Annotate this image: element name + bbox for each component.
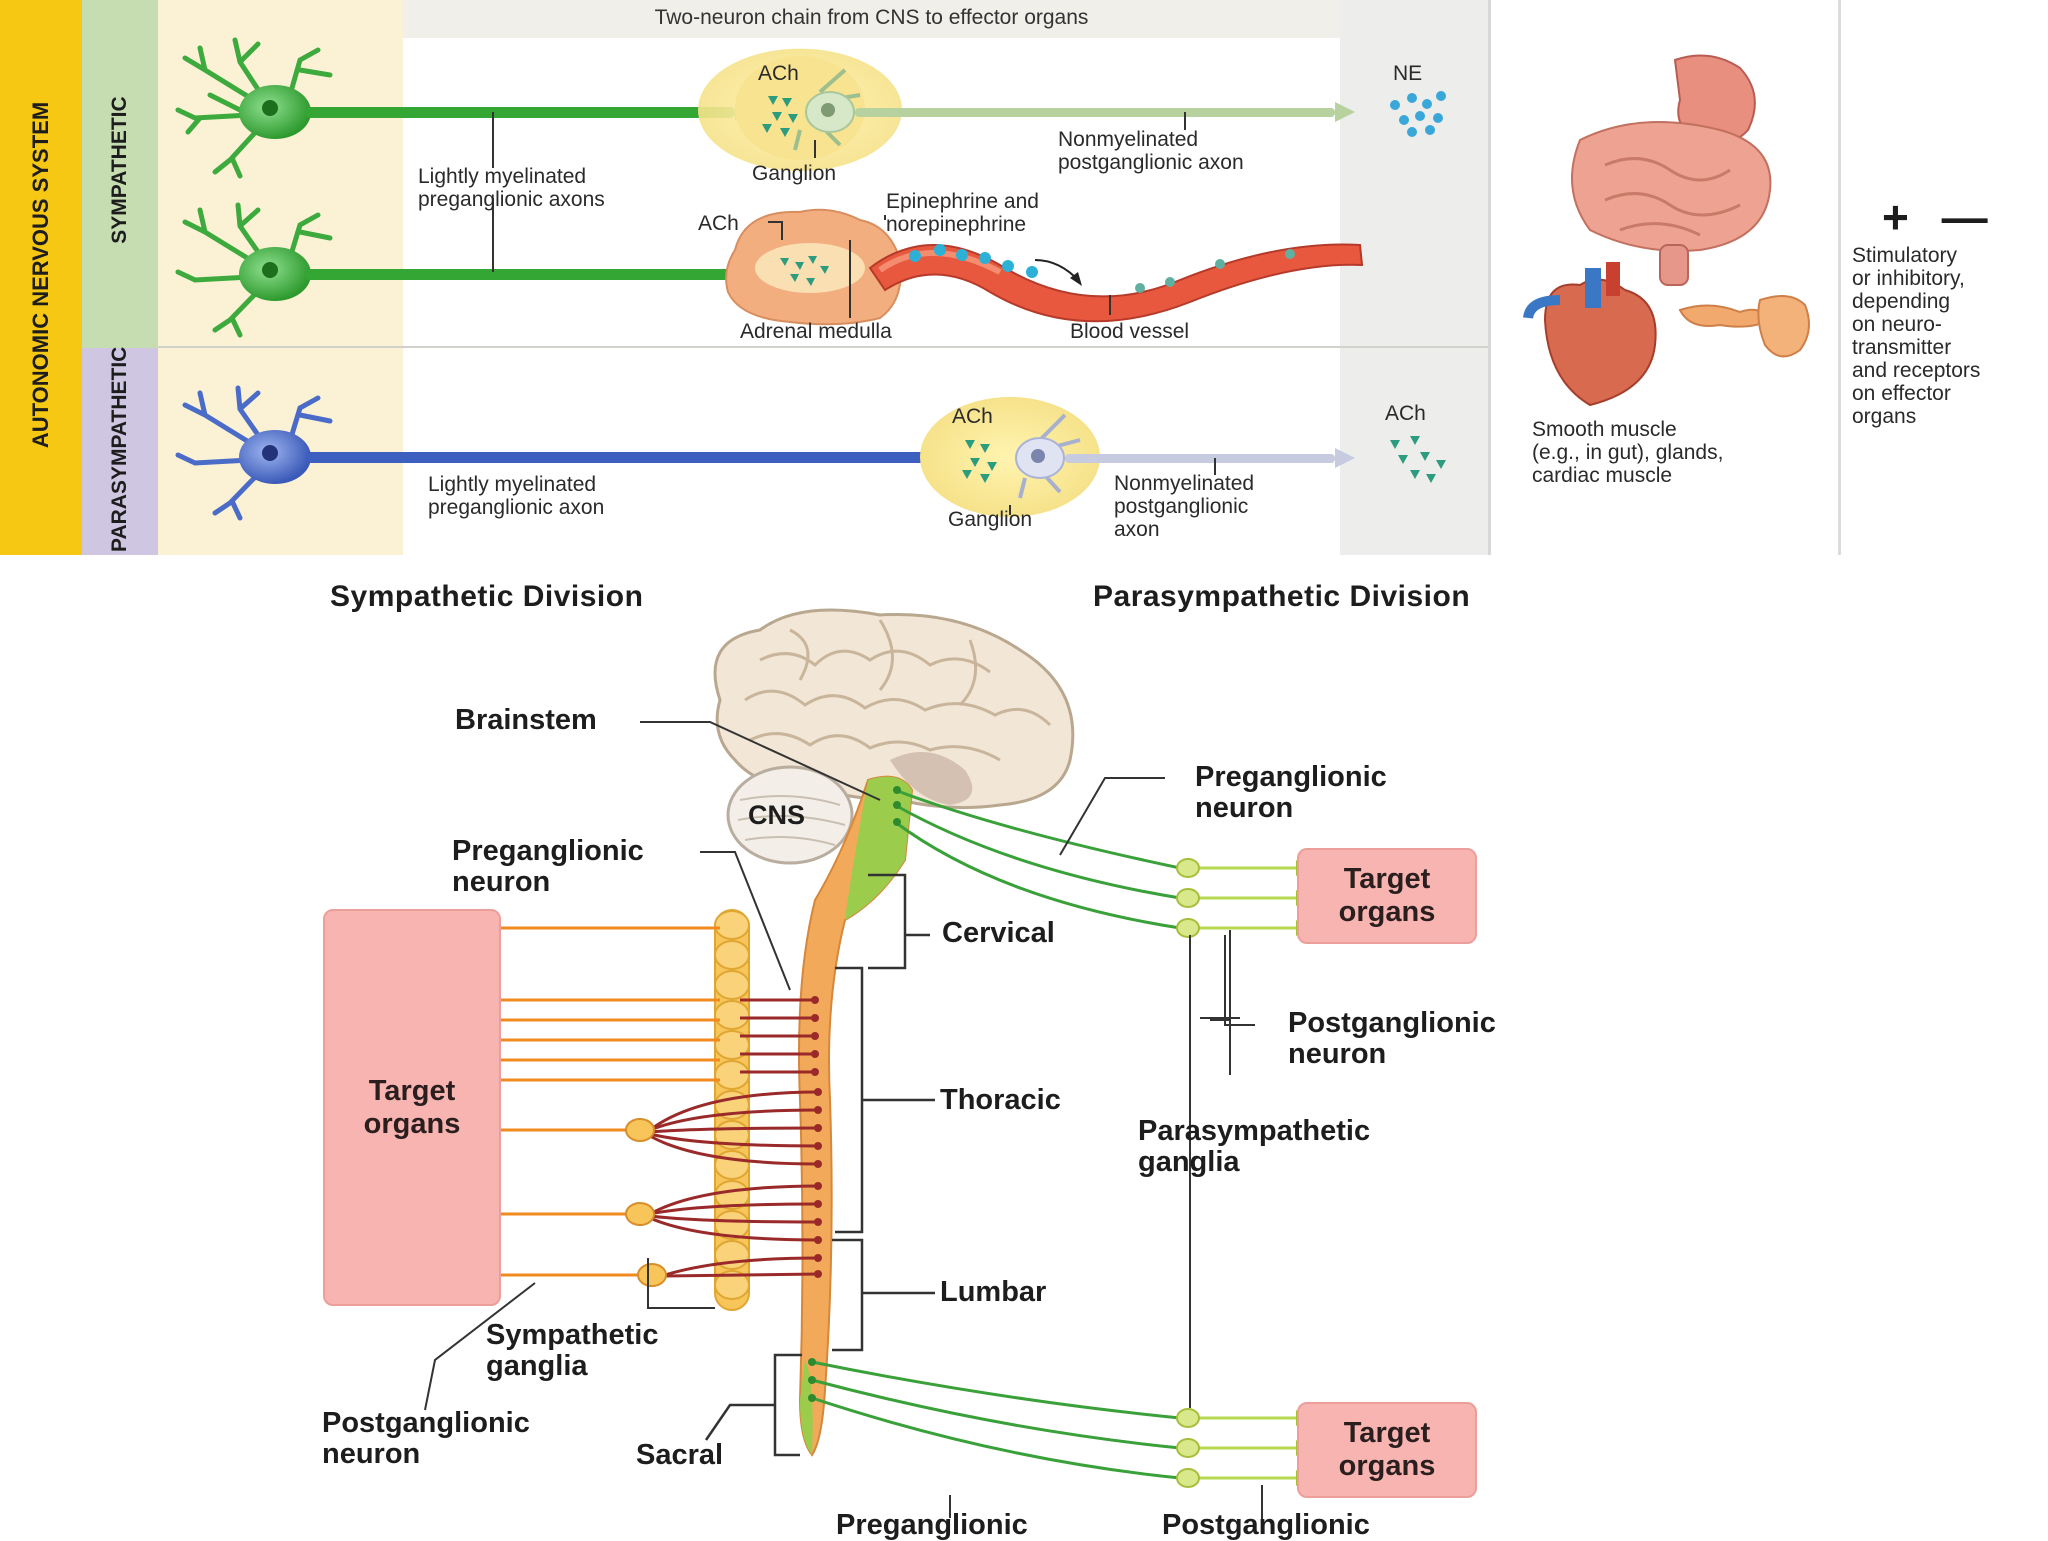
parasympathetic-preganglionic-lines [811, 788, 1181, 1480]
digestive-organs-icon [1571, 54, 1772, 286]
parasympathetic-ganglia-dots [1176, 858, 1200, 1488]
adrenal-ach-label: ACh [698, 212, 739, 235]
collateral-ganglia [625, 1118, 667, 1287]
lumbar-label: Lumbar [940, 1276, 1047, 1308]
epinephrine-label: Epinephrine and norepinephrine [886, 190, 1039, 236]
top-leader-lines [492, 112, 1216, 515]
divider-vertical [1838, 0, 1841, 555]
parasympathetic-neuron [175, 385, 955, 521]
parasympathetic-postganglionic-lines [1190, 866, 1298, 1480]
divider-line [158, 346, 1488, 348]
sympathetic-neuron-2 [175, 202, 760, 338]
parasympathetic-band: PARASYMPATHETIC [82, 347, 158, 555]
parasympathetic-myelinated-label: Lightly myelinated preganglionic axon [428, 473, 605, 519]
target-organs-right-bottom-label: Target organs [1338, 1417, 1436, 1482]
ne-label: NE [1393, 62, 1423, 85]
region-brackets [704, 873, 935, 1457]
parasympathetic-ganglia-label: Parasympathetic ganglia [1138, 1115, 1371, 1178]
column-header-text: Two-neuron chain from CNS to effector or… [654, 6, 1089, 29]
ne-molecules [1390, 91, 1446, 137]
target-organs-right-top: Target organs [1297, 848, 1477, 944]
postganglionic-neuron-left-label: Postganglionic neuron [322, 1407, 530, 1470]
effector-caption: Smooth muscle (e.g., in gut), glands, ca… [1532, 418, 1724, 487]
ans-comparison-panel: AUTONOMIC NERVOUS SYSTEM SYMPATHETIC PAR… [0, 0, 2048, 555]
chain-ganglia [714, 910, 750, 1300]
target-organs-right-bottom: Target organs [1297, 1402, 1477, 1498]
sympathetic-ach-label: ACh [758, 62, 799, 85]
heart-icon [1523, 262, 1657, 407]
parasympathetic-division-title: Parasympathetic Division [1093, 580, 1471, 613]
blood-vessel [868, 243, 1364, 323]
spinal-cord [798, 775, 914, 1457]
top-illustration [175, 37, 1810, 521]
blood-vessel-label: Blood vessel [1070, 320, 1190, 343]
target-organs-left: Target organs [323, 909, 501, 1306]
sympathetic-division-title: Sympathetic Division [330, 580, 644, 613]
cord-dots [811, 996, 822, 1278]
parasympathetic-nonmyelinated-label: Nonmyelinated postganglionic axon [1114, 472, 1255, 541]
parasympathetic-ach-effector-label: ACh [1385, 402, 1426, 425]
sympathetic-ganglion-label: Ganglion [752, 162, 837, 185]
cns-label: CNS [748, 800, 806, 830]
brainstem-dots [808, 786, 901, 1402]
response-symbols: + — [1882, 191, 1998, 243]
ach-molecules [1390, 436, 1446, 483]
target-organs-left-label: Target organs [363, 1074, 461, 1140]
parasympathetic-preganglionic-label: Preganglionic neuron [1195, 761, 1387, 824]
brain-illustration [713, 608, 1075, 865]
sympathetic-preganglionic-label: Preganglionic neuron [452, 835, 644, 898]
sympathetic-ganglion [698, 48, 1355, 172]
label-leader-lines [424, 721, 1263, 1520]
postganglionic-neuron-right-label: Postganglionic neuron [1288, 1007, 1496, 1070]
sympathetic-preganglionic-branches [649, 998, 821, 1278]
sacral-label: Sacral [636, 1439, 724, 1471]
divider-vertical [1488, 0, 1491, 555]
column-header: Two-neuron chain from CNS to effector or… [403, 0, 1340, 38]
parasympathetic-ach-label: ACh [952, 405, 993, 428]
sympathetic-postganglionic-lines [490, 926, 720, 1277]
adrenal-medulla-label: Adrenal medulla [740, 320, 892, 343]
parasympathetic-ganglion [920, 397, 1355, 517]
gland-icon [1678, 295, 1810, 358]
response-text: Stimulatory or inhibitory, depending on … [1852, 244, 1981, 428]
sympathetic-myelinated-label: Lightly myelinated preganglionic axons [418, 165, 605, 211]
preganglionic-bottom-label: Preganglionic [836, 1509, 1028, 1541]
target-organs-right-top-label: Target organs [1338, 863, 1436, 928]
postganglionic-bottom-label: Postganglionic [1162, 1509, 1370, 1541]
brainstem-label: Brainstem [455, 704, 597, 736]
sympathetic-nonmyelinated-label: Nonmyelinated postganglionic axon [1058, 128, 1244, 174]
cervical-label: Cervical [942, 917, 1055, 949]
parasympathetic-ganglion-label: Ganglion [948, 508, 1033, 531]
sympathetic-ganglia-label: Sympathetic ganglia [486, 1319, 659, 1382]
thoracic-label: Thoracic [940, 1084, 1061, 1116]
ans-band: AUTONOMIC NERVOUS SYSTEM [0, 0, 82, 555]
response-column [1840, 0, 2048, 555]
adrenal-medulla [725, 208, 902, 326]
sympathetic-band: SYMPATHETIC [82, 0, 158, 348]
neurotransmitter-column [1340, 0, 1488, 555]
